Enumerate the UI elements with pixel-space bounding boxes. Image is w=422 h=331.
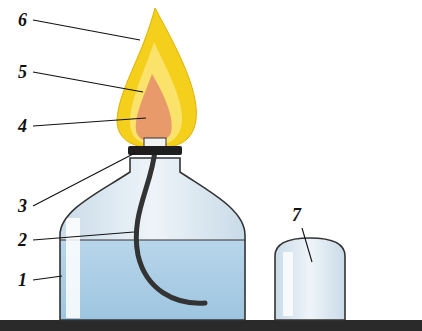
lamp-cap (275, 238, 345, 320)
callout-number: 4 (18, 117, 27, 135)
collar-ring (128, 146, 182, 155)
glass-highlight (66, 218, 80, 318)
callout-number: 1 (18, 271, 27, 289)
callout-number: 5 (18, 63, 27, 81)
callout-number: 7 (292, 206, 301, 224)
callout-number: 2 (18, 231, 27, 249)
table-surface (0, 320, 422, 331)
flame-inner (136, 74, 172, 142)
flame-outer (117, 8, 196, 148)
callout-number: 6 (18, 11, 27, 29)
flame-middle (130, 42, 182, 145)
wick (136, 150, 205, 303)
leader-lines (33, 20, 312, 280)
callout-number: 3 (18, 197, 27, 215)
